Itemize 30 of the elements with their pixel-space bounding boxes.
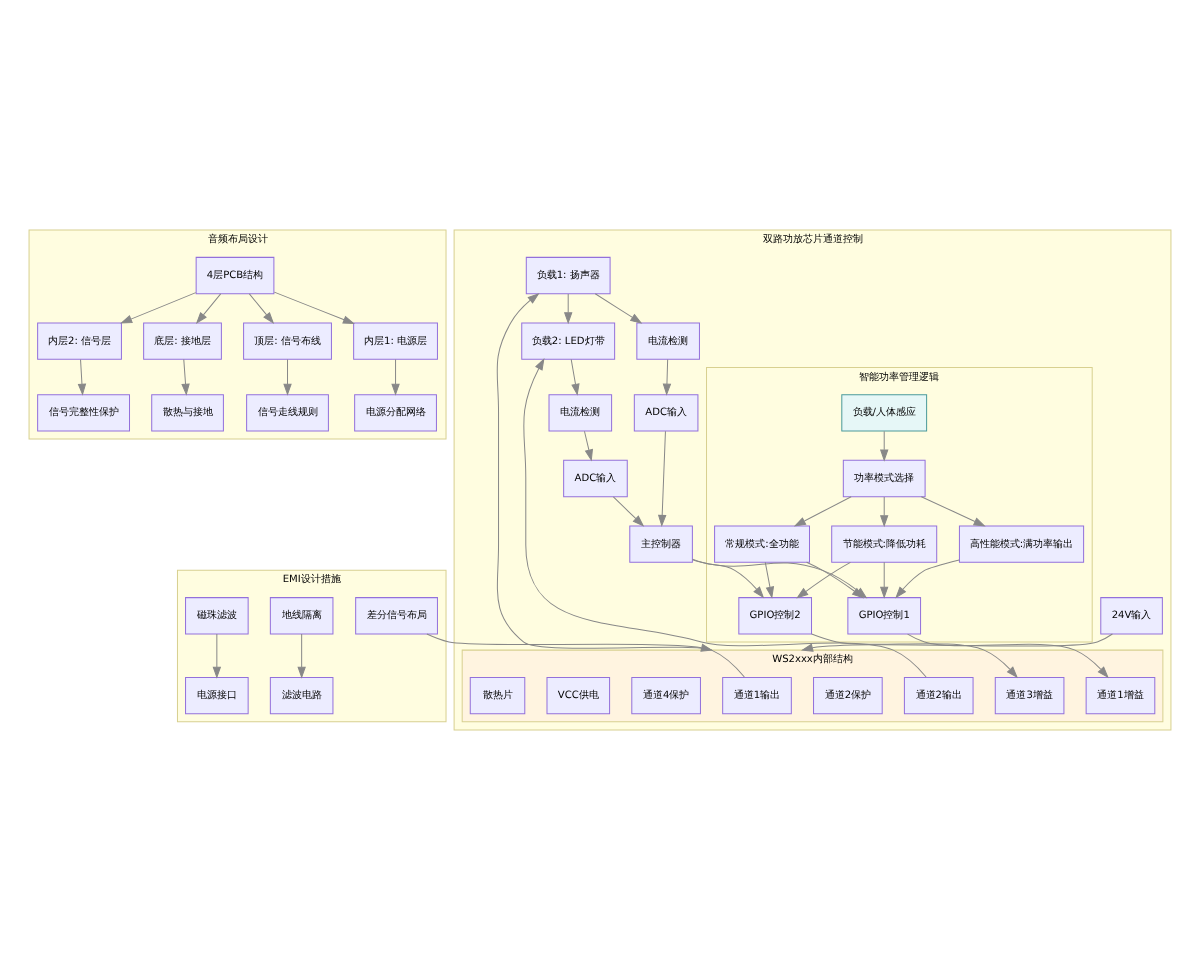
arrow [692, 558, 765, 599]
arrow [612, 496, 645, 527]
arrow [764, 561, 775, 599]
arrow [796, 561, 851, 599]
arrow [895, 559, 960, 599]
arrow [594, 293, 643, 324]
arrow [195, 293, 222, 324]
arrow [181, 358, 190, 396]
arrow [811, 633, 1018, 679]
arrow [879, 430, 889, 462]
arrow [662, 358, 672, 396]
arrow [283, 358, 292, 396]
arrow [570, 358, 580, 396]
arrow [793, 496, 852, 527]
arrow [800, 633, 1113, 652]
arrow [563, 293, 573, 325]
arrow [248, 293, 275, 324]
arrow [273, 291, 356, 325]
arrow [77, 358, 87, 396]
arrow [657, 430, 667, 528]
arrow [907, 633, 1109, 679]
arrow [212, 633, 222, 679]
arrow [496, 293, 745, 678]
arrow [391, 358, 400, 396]
arrow [120, 292, 197, 324]
arrow [297, 633, 306, 679]
arrow [920, 496, 986, 527]
arrow [879, 496, 889, 528]
arrow [583, 430, 593, 462]
arrow [879, 561, 889, 599]
